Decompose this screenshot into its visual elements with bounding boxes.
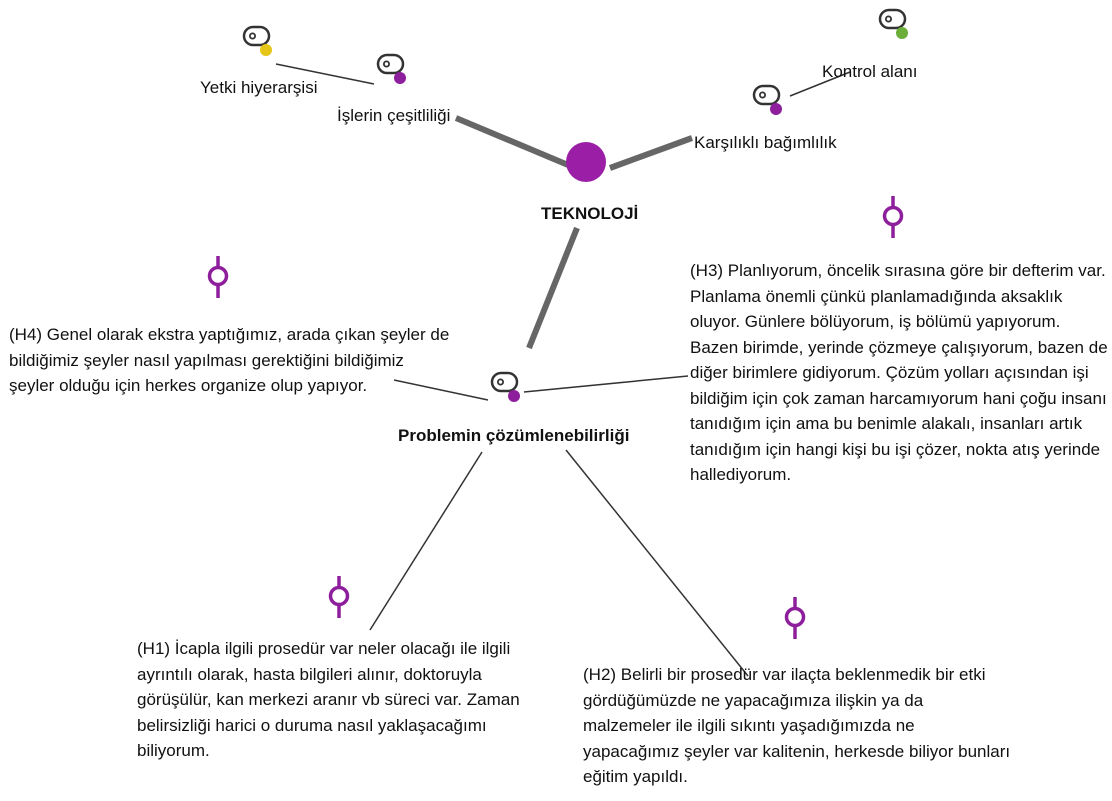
quotation-line: malzemeler ile ilgili sıkıntı yaşadığımı… [583,716,915,735]
link-karsilikli-teknoloji [608,135,694,171]
quotation-line: (H4) Genel olarak ekstra yaptığımız, ara… [9,325,450,344]
link-yetki-isler [275,63,375,85]
quotation-line: tanıdığım için hangi kişi bu işi çözer, … [690,439,1101,459]
code-label-problemin-cozumlenebilirligi: Problemin çözümlenebilirliği [398,426,630,445]
quotation-line: (H3) Planlıyorum, öncelik sırasına göre … [690,261,1106,280]
quotation-line: diğer birimlere gidiyorum. Çözüm yolları… [690,363,1089,382]
link-problem-h2 [565,449,749,677]
quotation-h4: (H4) Genel olarak ekstra yaptığımız, ara… [9,322,449,399]
quotation-pin-icon [784,597,806,639]
quotation-line: bildiğim için çok zaman harcamıyorum han… [690,388,1107,408]
quotation-line: tanıdığım için ama bu benimle alakalı, i… [690,414,1083,433]
link-kontrol-karsilikli [789,71,851,97]
quotation-pin-icon [328,576,350,618]
quotation-line: (H2) Belirli bir prosedür var ilaçta bek… [583,665,986,684]
link-problem-h3 [523,375,689,393]
quotation-line: ayrıntılı olarak, hasta bilgileri alınır… [137,664,482,684]
code-icon [752,84,782,115]
quotation-line: görüşülür, kan merkezi aranır vb süreci … [137,690,520,709]
quotation-line: Planlama önemli çünkü planlamadığında ak… [690,286,1063,306]
link-problem-h4 [393,379,489,401]
code-label-islerin-cesitliligi: İşlerin çeşitliliği [337,106,451,125]
code-label-karsilikli-bagimlilik: Karşılıklı bağımlılık [694,133,837,152]
link-teknoloji-problem [526,226,580,350]
code-icon [242,25,272,56]
teknoloji-label: TEKNOLOJİ [541,204,639,223]
quotation-line: oluyor. Günlere bölüyorum, iş bölümü yap… [690,312,1061,331]
code-icon [490,371,520,402]
link-problem-h1 [369,451,483,631]
quotation-pin-icon [207,256,229,298]
teknoloji-node [566,142,606,182]
code-icon [376,53,406,84]
quotation-h3: (H3) Planlıyorum, öncelik sırasına göre … [690,258,1108,488]
quotation-line: hallediyorum. [690,465,792,484]
quotation-line: belirsizliği harici o duruma nasıl yakla… [137,715,487,735]
quotation-line: yapacağımız şeyler var kalitenin, herkes… [583,741,1011,761]
quotation-line: şeyler olduğu için herkes organize olup … [9,376,368,395]
code-label-yetki-hiyerarsisi: Yetki hiyerarşisi [200,78,318,97]
quotation-pin-icon [882,196,904,238]
code-label-kontrol-alani: Kontrol alanı [822,62,918,81]
quotation-line: (H1) İcapla ilgili prosedür var neler ol… [137,639,511,658]
link-isler-teknoloji [454,115,582,173]
quotation-line: eğitim yapıldı. [583,767,688,786]
quotation-line: bildiğimiz şeyler nasıl yapılması gerekt… [9,350,404,370]
quotation-line: Bazen birimde, yerinde çözmeye çalışıyor… [690,337,1108,357]
quotation-line: biliyorum. [137,741,210,760]
quotation-line: gördüğümüzde ne yapacağımıza ilişkin ya … [583,690,924,710]
code-icon [878,8,908,39]
quotation-h2: (H2) Belirli bir prosedür var ilaçta bek… [583,662,1010,790]
quotation-h1: (H1) İcapla ilgili prosedür var neler ol… [137,636,520,764]
